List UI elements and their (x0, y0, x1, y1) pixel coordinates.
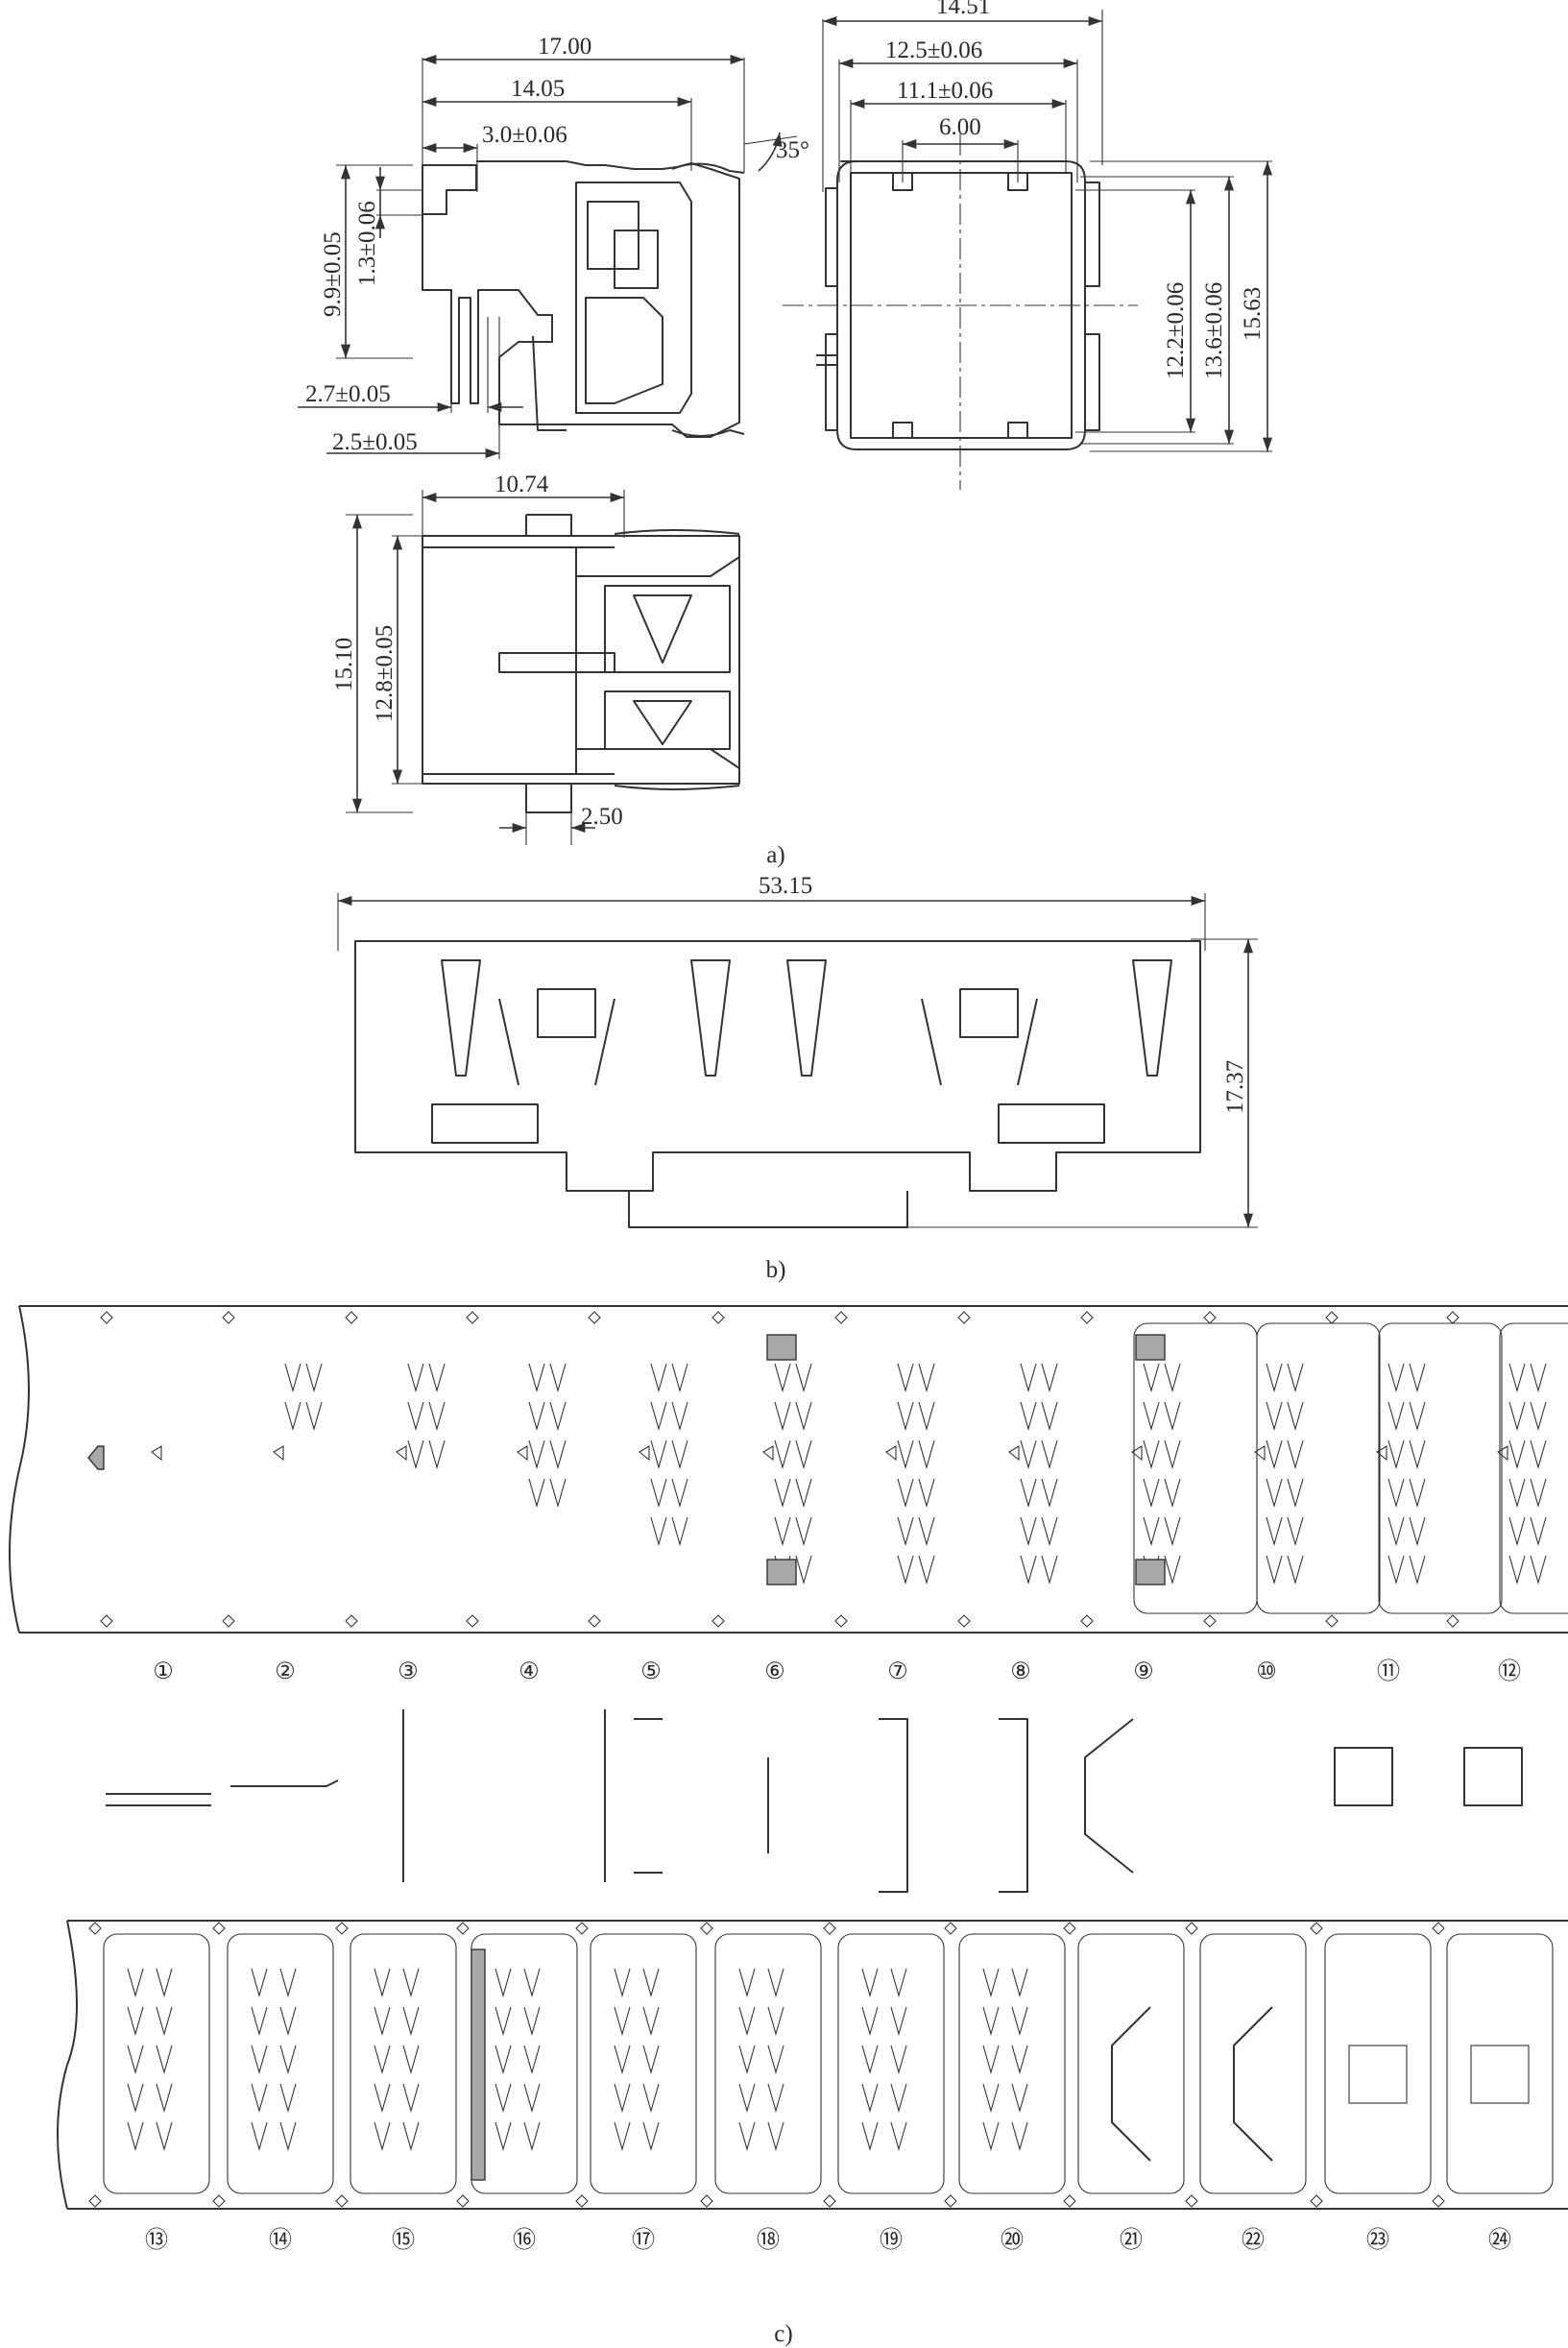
station-label-bottom-16: ⑯ (513, 2227, 536, 2253)
station-label-top-3: ③ (398, 1659, 419, 1684)
station-top-4 (466, 1311, 567, 1628)
station-bottom-14 (212, 1922, 334, 2208)
station-label-bottom-18: ⑱ (757, 2227, 780, 2253)
station-top-6 (712, 1311, 812, 1628)
caption-a: a) (766, 842, 784, 868)
part-13 (106, 1793, 211, 1806)
dim-end-11-1: 11.1±0.06 (897, 78, 993, 104)
dim-b-53-15: 53.15 (759, 873, 812, 899)
station-label-top-11: ⑪ (1377, 1658, 1400, 1684)
station-top-2 (222, 1311, 323, 1628)
station-label-bottom-24: ㉔ (1488, 2227, 1511, 2253)
caption-c: c) (774, 2321, 792, 2347)
station-bottom-13 (88, 1922, 210, 2208)
station-label-bottom-14: ⑭ (269, 2227, 292, 2253)
station-label-top-2: ② (275, 1659, 296, 1684)
station-label-top-1: ① (153, 1659, 174, 1684)
dim-top-12-8: 12.8±0.05 (372, 625, 398, 722)
station-bottom-19 (823, 1922, 945, 2208)
dim-front-3-0: 3.0±0.06 (482, 122, 567, 148)
station-label-bottom-13: ⑬ (145, 2227, 168, 2253)
dim-end-12-5: 12.5±0.06 (885, 37, 982, 63)
part-19 (999, 1718, 1028, 1893)
station-top-9 (1080, 1311, 1258, 1628)
station-bottom-23 (1310, 1922, 1432, 2208)
part-22 (1463, 1747, 1523, 1806)
station-top-11 (1325, 1311, 1503, 1628)
station-top-5 (588, 1311, 688, 1628)
dim-front-2-7: 2.7±0.05 (305, 381, 391, 407)
dim-end-6-00: 6.00 (939, 114, 981, 140)
view-a-front (298, 54, 798, 459)
part-18 (879, 1718, 908, 1893)
view-b-blank (337, 893, 1258, 1228)
dim-b-17-37: 17.37 (1222, 1060, 1248, 1114)
station-top-10 (1203, 1311, 1381, 1628)
view-a-top (346, 490, 740, 845)
station-bottom-18 (700, 1922, 822, 2208)
station-label-bottom-20: ⑳ (1001, 2227, 1024, 2253)
station-label-top-10: ⑩ (1256, 1659, 1277, 1684)
dim-front-1-3: 1.3±0.06 (354, 201, 380, 286)
caption-b: b) (766, 1257, 786, 1283)
dim-end-13-6: 13.6±0.06 (1201, 282, 1227, 379)
dim-front-9-9: 9.9±0.05 (320, 231, 346, 317)
dim-end-15-63: 15.63 (1240, 287, 1266, 341)
part-16 (604, 1709, 663, 1882)
dim-front-14-05: 14.05 (511, 76, 565, 102)
dim-front-angle: 35° (776, 137, 809, 163)
station-label-bottom-15: ⑮ (392, 2227, 415, 2253)
dim-end-14-51: 14.51 (936, 0, 990, 19)
part-21 (1334, 1747, 1393, 1806)
station-label-top-8: ⑧ (1010, 1659, 1031, 1684)
station-label-bottom-23: ㉓ (1366, 2227, 1389, 2253)
station-top-1 (100, 1311, 162, 1628)
station-label-top-7: ⑦ (887, 1659, 908, 1684)
station-label-top-5: ⑤ (640, 1659, 662, 1684)
dim-top-10-74: 10.74 (495, 472, 549, 497)
view-a-end (783, 10, 1273, 490)
part-20 (1084, 1718, 1134, 1874)
station-bottom-20 (944, 1922, 1066, 2208)
station-label-bottom-17: ⑰ (632, 2227, 655, 2253)
station-bottom-16 (456, 1922, 578, 2208)
station-bottom-22 (1185, 1922, 1307, 2208)
station-top-7 (834, 1311, 935, 1628)
view-c-strip (9, 1305, 1568, 2210)
station-top-8 (957, 1311, 1058, 1628)
station-label-top-9: ⑨ (1133, 1659, 1154, 1684)
dim-front-17: 17.00 (538, 34, 591, 60)
station-label-bottom-19: ⑲ (880, 2227, 903, 2253)
station-label-bottom-21: ㉑ (1120, 2227, 1143, 2253)
dim-front-2-5: 2.5±0.05 (332, 429, 418, 455)
station-bottom-15 (335, 1922, 457, 2208)
station-bottom-21 (1063, 1922, 1185, 2208)
dim-end-12-2: 12.2±0.06 (1163, 282, 1189, 379)
station-bottom-24 (1432, 1922, 1554, 2208)
station-label-top-12: ⑫ (1498, 1658, 1521, 1684)
dim-top-2-50: 2.50 (581, 804, 623, 830)
station-label-bottom-22: ㉒ (1242, 2227, 1265, 2253)
station-label-top-6: ⑥ (764, 1659, 785, 1684)
station-label-top-4: ④ (519, 1659, 540, 1684)
dim-top-15-10: 15.10 (331, 638, 357, 691)
station-bottom-17 (575, 1922, 697, 2208)
part-14 (230, 1779, 339, 1787)
station-top-3 (345, 1311, 446, 1628)
station-top-12 (1446, 1311, 1568, 1628)
